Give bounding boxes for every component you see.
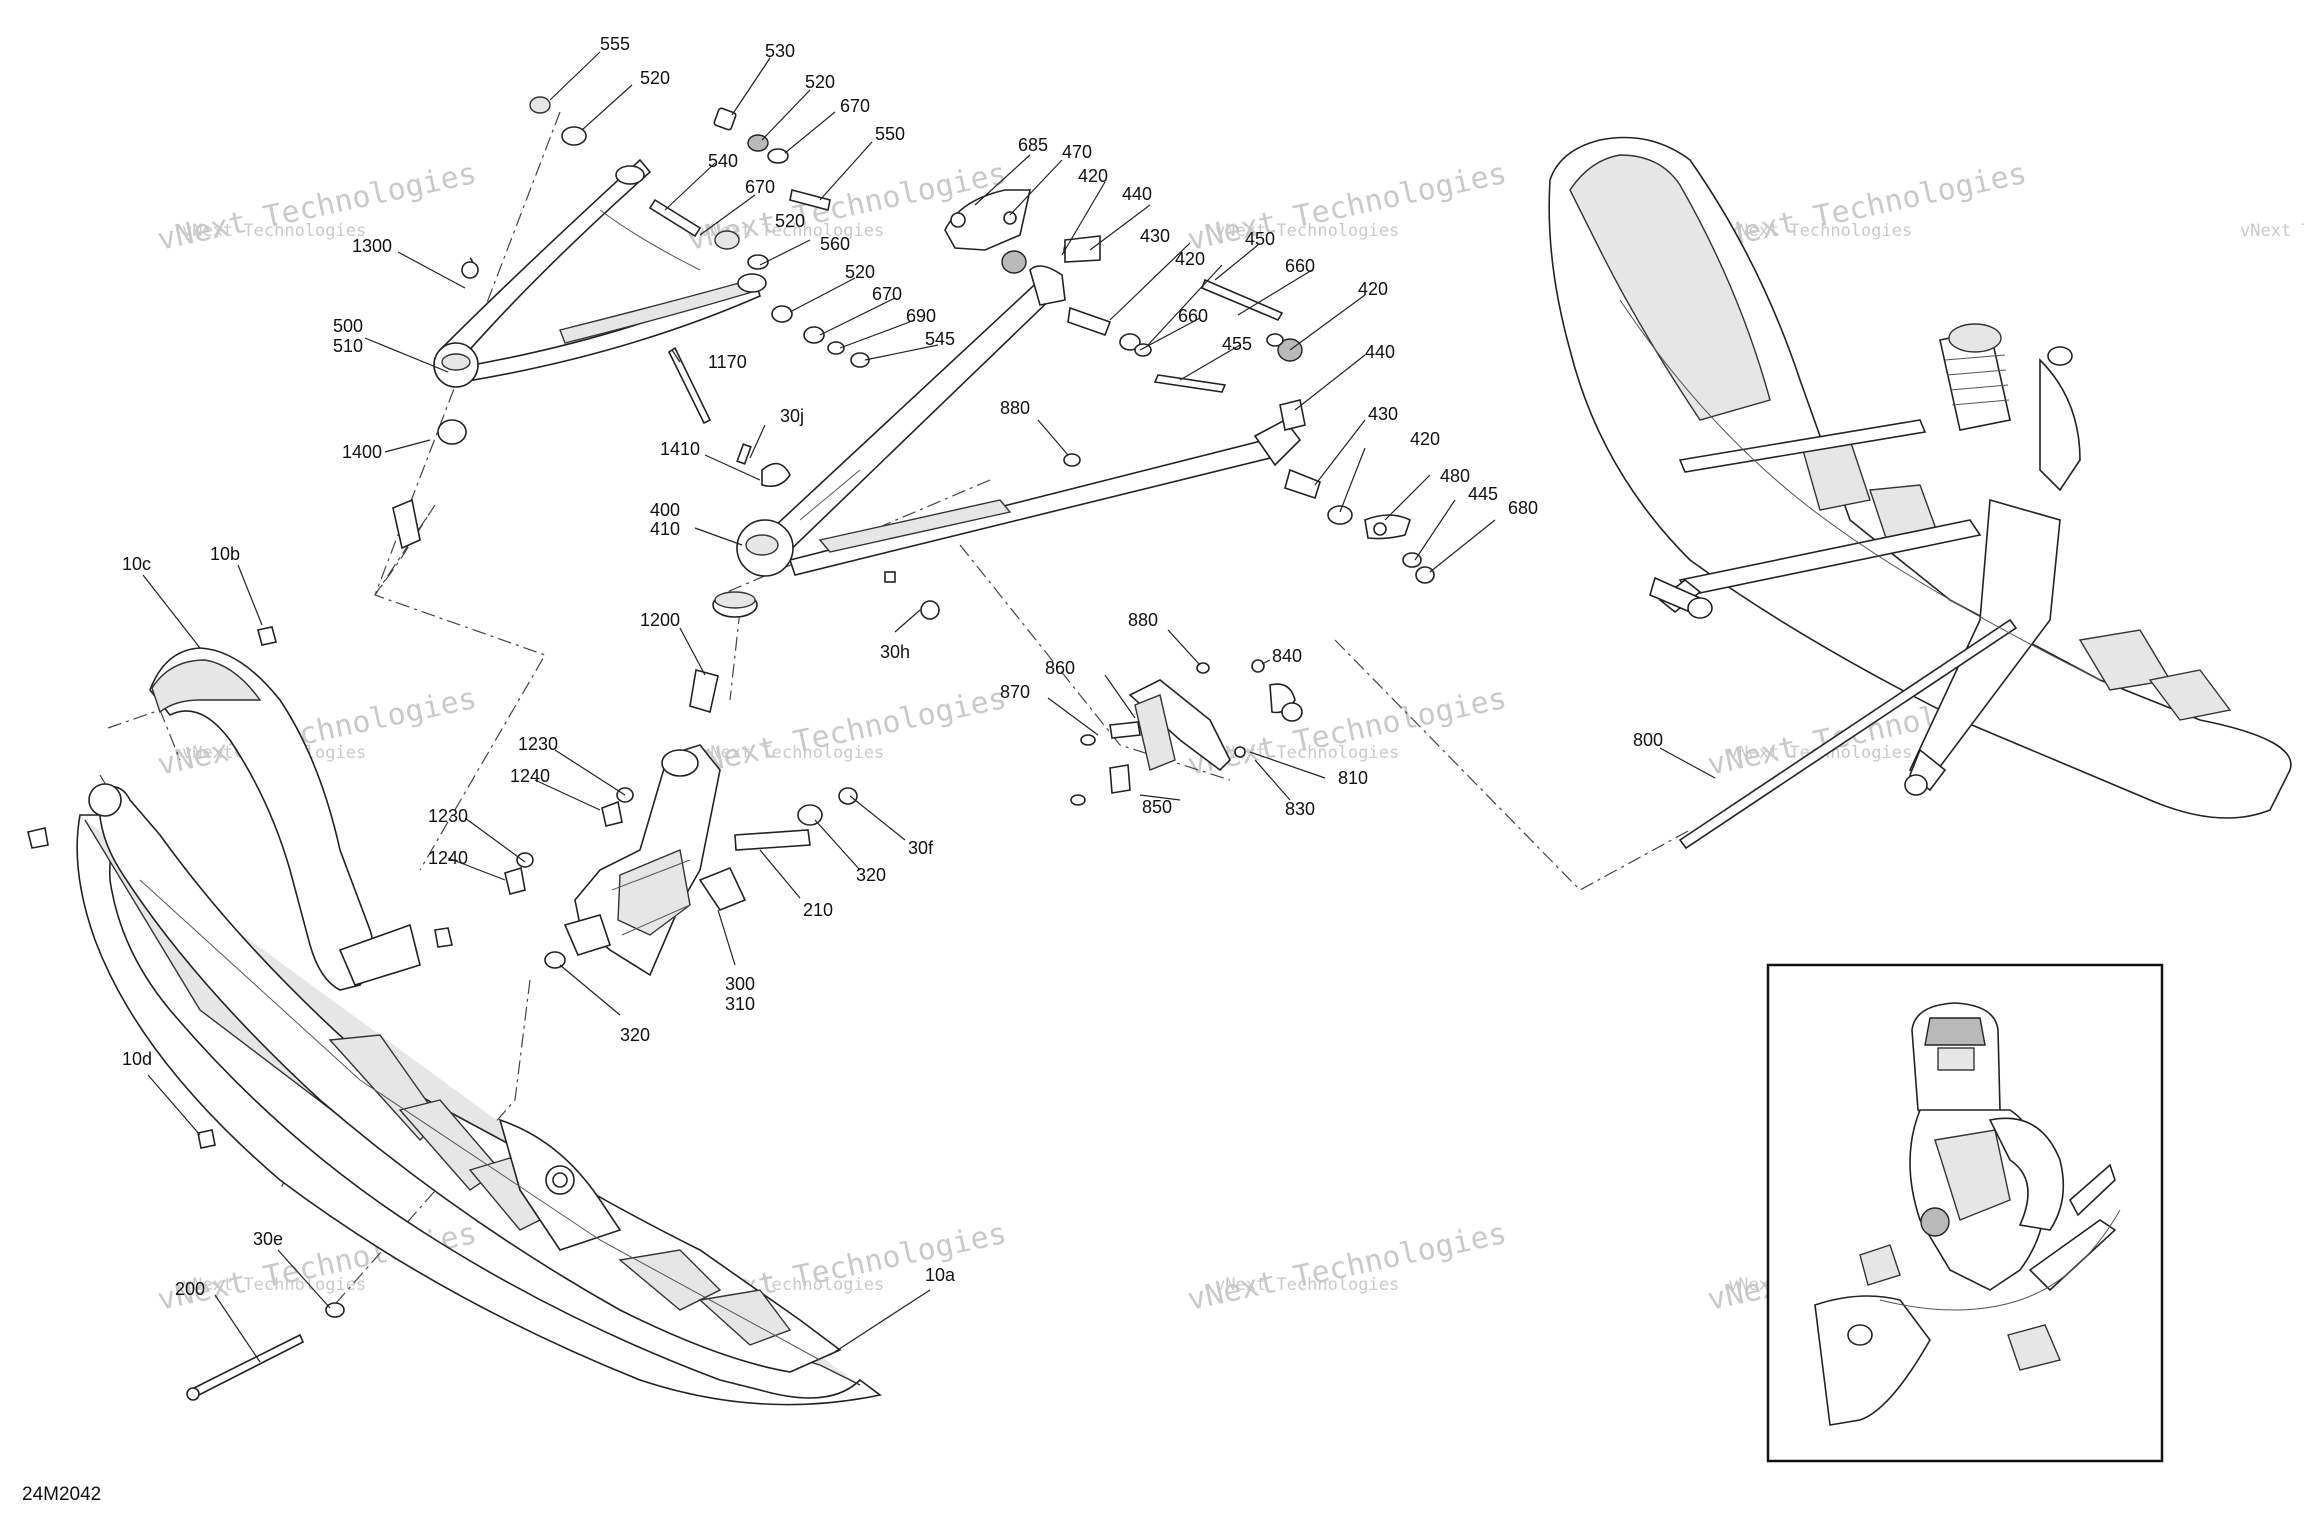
part-label: 420 (1078, 166, 1108, 186)
part-label: 470 (1062, 142, 1092, 162)
part-label: 410 (650, 519, 680, 539)
part-label: 670 (872, 284, 902, 304)
part-label: 685 (1018, 135, 1048, 155)
part-label: 830 (1285, 799, 1315, 819)
part-label: 880 (1128, 610, 1158, 630)
part-label: 840 (1272, 646, 1302, 666)
part-label: 480 (1440, 466, 1470, 486)
part-label: 810 (1338, 768, 1368, 788)
spindle-hardware (504, 787, 858, 969)
watermark: vNext Technologies (1728, 221, 1912, 241)
part-label: 670 (840, 96, 870, 116)
part-label: 1400 (342, 442, 382, 462)
part-label: 560 (820, 234, 850, 254)
part-label: 530 (765, 41, 795, 61)
part-label: 1170 (708, 352, 747, 372)
part-label: 680 (1508, 498, 1538, 518)
part-label: 520 (775, 211, 805, 231)
watermark: vNext Technologies (1215, 221, 1399, 241)
watermark: vNext Technologies (1704, 156, 2029, 258)
detail-inset (1766, 963, 2164, 1463)
watermark: vNext Technologies (700, 743, 884, 763)
part-label: 455 (1222, 334, 1252, 354)
part-label: 400 (650, 500, 680, 520)
part-label: 30j (780, 406, 804, 426)
watermark: vNext Technologies (700, 221, 884, 241)
part-label: 800 (1633, 730, 1663, 750)
part-label: 1230 (518, 734, 558, 754)
part-label: 520 (805, 72, 835, 92)
part-label: 1300 (352, 236, 392, 256)
part-label: 500 (333, 316, 363, 336)
part-label: 10a (925, 1265, 956, 1285)
watermark: vNext Technologies (182, 1275, 366, 1295)
ski-fasteners (27, 626, 345, 1401)
watermark: vNext Technologies (1215, 1275, 1399, 1295)
part-label: 30e (253, 1229, 283, 1249)
part-label: 1410 (660, 439, 700, 459)
part-label: 440 (1365, 342, 1395, 362)
part-label: 1200 (640, 610, 680, 630)
watermark: vNext Technologies (684, 681, 1009, 783)
ski-handle (149, 647, 453, 991)
watermark: vNext Technologies (2240, 221, 2304, 241)
part-label: 860 (1045, 658, 1075, 678)
part-label: 1230 (428, 806, 468, 826)
part-label: 10d (122, 1049, 152, 1069)
part-label: 450 (1245, 229, 1275, 249)
ski (76, 783, 882, 1406)
part-label: 210 (803, 900, 833, 920)
part-label: 660 (1178, 306, 1208, 326)
assembled-view (1548, 136, 2292, 850)
upper-a-arm (433, 158, 767, 388)
part-label: 440 (1122, 184, 1152, 204)
part-label: 1240 (510, 766, 550, 786)
part-label: 420 (1175, 249, 1205, 269)
part-label: 200 (175, 1279, 205, 1299)
part-label: 1240 (428, 848, 468, 868)
part-label: 555 (600, 34, 630, 54)
part-label: 300 (725, 974, 755, 994)
leader-lines (142, 51, 1716, 1363)
part-label: 420 (1410, 429, 1440, 449)
part-label: 30h (880, 642, 910, 662)
part-label: 320 (856, 865, 886, 885)
part-label: 10c (122, 554, 151, 574)
spindle (563, 744, 747, 977)
part-label: 10b (210, 544, 240, 564)
part-label: 550 (875, 124, 905, 144)
part-label: 850 (1142, 797, 1172, 817)
part-label: 540 (708, 151, 738, 171)
watermark: vNext Technologies (1184, 156, 1509, 258)
part-label: 420 (1358, 279, 1388, 299)
lower-a-arm (736, 265, 1302, 577)
part-label: 320 (620, 1025, 650, 1045)
part-label: 30f (908, 838, 934, 858)
diagram-code: 24M2042 (22, 1484, 101, 1505)
part-label: 310 (725, 994, 755, 1014)
watermark: vNext Technologies (1215, 743, 1399, 763)
watermark: vNext Technologies (154, 156, 479, 258)
watermark: vNext Technologies (1184, 1216, 1509, 1318)
part-label: 445 (1468, 484, 1498, 504)
part-label: 870 (1000, 682, 1030, 702)
part-label: 660 (1285, 256, 1315, 276)
part-label: 520 (640, 68, 670, 88)
part-label: 670 (745, 177, 775, 197)
part-labels: 555 520 530 520 670 550 540 670 520 560 … (122, 34, 1663, 1299)
part-label: 690 (906, 306, 936, 326)
watermark: vNext Technologies (182, 221, 366, 241)
part-label: 880 (1000, 398, 1030, 418)
part-label: 545 (925, 329, 955, 349)
lower-arm-hardware (667, 189, 1435, 714)
part-label: 510 (333, 336, 363, 356)
part-label: 430 (1140, 226, 1170, 246)
part-label: 520 (845, 262, 875, 282)
steering-link (1070, 659, 1303, 806)
part-label: 430 (1368, 404, 1398, 424)
